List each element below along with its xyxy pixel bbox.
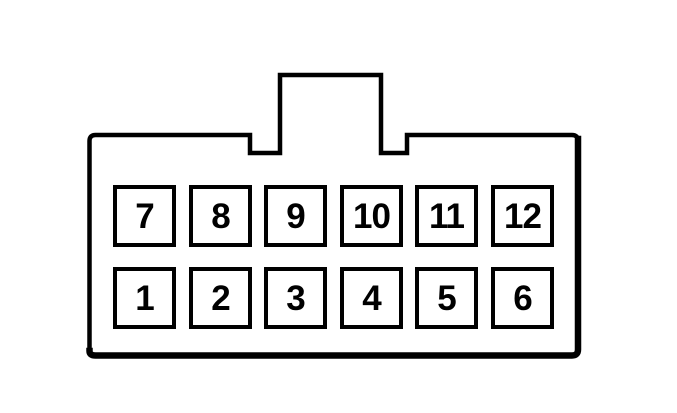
pin-cell-4: 4	[340, 267, 403, 329]
pin-number-5: 5	[437, 278, 456, 318]
connector-outline-bottom-right	[86, 135, 582, 359]
pin-cell-3: 3	[264, 267, 327, 329]
pin-number-11: 11	[429, 196, 465, 236]
pin-cell-9: 9	[264, 185, 327, 247]
pin-number-12: 12	[504, 196, 542, 236]
pin-number-7: 7	[135, 196, 154, 236]
pin-number-1: 1	[135, 278, 154, 318]
pin-cell-2: 2	[189, 267, 252, 329]
pin-cell-5: 5	[415, 267, 478, 329]
pin-cell-8: 8	[189, 185, 252, 247]
pin-cell-1: 1	[113, 267, 176, 329]
pin-cell-7: 7	[113, 185, 176, 247]
pin-number-2: 2	[211, 278, 230, 318]
pin-number-3: 3	[286, 278, 305, 318]
pin-cell-11: 11	[415, 185, 478, 247]
pin-cell-10: 10	[340, 185, 403, 247]
pin-number-9: 9	[286, 196, 305, 236]
pin-cell-12: 12	[491, 185, 554, 247]
pin-number-6: 6	[513, 278, 532, 318]
pin-number-8: 8	[211, 196, 230, 236]
pin-number-10: 10	[353, 196, 391, 236]
pin-cell-6: 6	[491, 267, 554, 329]
pin-number-4: 4	[362, 278, 381, 318]
